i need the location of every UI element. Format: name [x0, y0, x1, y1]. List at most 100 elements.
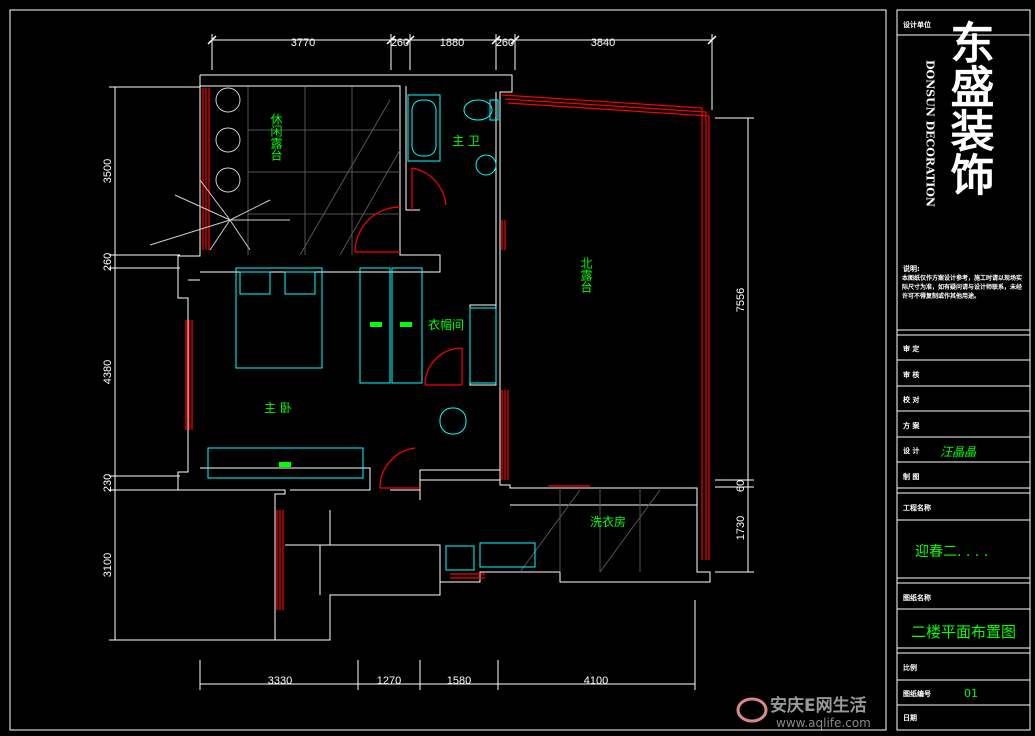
walls-part: [200, 467, 371, 491]
row-label-review: 审 核: [903, 370, 919, 379]
walls: [177, 74, 711, 641]
fixtures-part: [475, 154, 497, 176]
drawing-name: 二楼平面布置图: [911, 623, 1016, 641]
windows-part: [354, 206, 401, 253]
door-handles-part: [400, 322, 412, 327]
fixtures-part: [284, 271, 316, 295]
fixtures: [207, 94, 536, 571]
dim-bottom-2: 1270: [377, 675, 401, 687]
notes-text: 本图纸仅作方案设计参考，施工时请以现场实际尺寸为准，如有疑问请与设计师联系，未经…: [902, 275, 1023, 300]
dim-bottom-1: 3330: [268, 675, 292, 687]
plant-icon-part: [215, 87, 241, 113]
floor-tiles: [247, 87, 661, 573]
walls-part: [419, 469, 501, 490]
fixtures-part: [407, 94, 441, 162]
walls-part: [285, 544, 441, 582]
windows-part: [504, 98, 707, 560]
dim-top-2: 260: [391, 37, 409, 49]
row-label-proofread: 校 对: [903, 395, 919, 404]
dim-bottom-4: 4100: [584, 675, 608, 687]
row-label-scheme: 方 案: [903, 421, 920, 430]
dim-right-1: 7556: [735, 288, 747, 312]
watermark-url: www.aqlife.com: [776, 716, 871, 730]
drawing-number: 01: [964, 687, 978, 700]
plant-icon-part: [149, 179, 290, 251]
dim-top-3: 1880: [440, 37, 464, 49]
walls-part: [390, 489, 421, 500]
dim-right-3: 1730: [735, 516, 747, 540]
door-handles-part: [370, 322, 382, 327]
floor-tiles-part: [519, 489, 581, 573]
floor-tiles-part: [299, 99, 391, 256]
dimension-ticks-part: [386, 35, 396, 45]
dimension-ticks-part: [207, 35, 217, 45]
row-label-design: 设 计: [903, 446, 919, 455]
walls-part: [177, 74, 711, 641]
watermark-text: 安庆E网生活: [770, 695, 867, 716]
fixtures-part: [411, 99, 437, 157]
dimension-ticks-part: [405, 35, 415, 45]
row-label-drafting: 制 图: [903, 472, 919, 481]
dim-top-1: 3770: [291, 37, 315, 49]
dim-left-3: 4380: [102, 360, 114, 384]
fixtures-part: [463, 99, 493, 121]
dim-top-4: 260: [496, 37, 514, 49]
project-name: 迎春二. . . .: [915, 544, 988, 560]
walls-part: [200, 85, 441, 273]
title-block-lines: [897, 34, 1030, 706]
windows-part: [411, 167, 447, 210]
scale-label: 比例: [903, 663, 917, 672]
fixtures-part: [479, 542, 536, 568]
door-handles-part: [279, 462, 291, 467]
plant-icon-part: [215, 167, 241, 193]
dim-left-4: 230: [102, 474, 114, 492]
dimension-ticks-part: [707, 35, 717, 45]
company-logo-en: DONSUN DECORATION: [924, 60, 937, 207]
plant-icon: [149, 87, 290, 251]
dimension-ticks-part: [491, 35, 501, 45]
dimension-ticks: [207, 35, 717, 45]
room-label-north-terrace: 北露台: [579, 257, 593, 293]
watermark-logo-icon: [736, 697, 768, 723]
drawing-frame: [9, 9, 887, 731]
floor-tiles-part: [339, 149, 401, 256]
windows-part: [379, 447, 420, 489]
fixtures-part: [391, 267, 423, 384]
dimension-lines: [109, 34, 754, 690]
room-label-cloakroom: 衣帽间: [428, 317, 464, 332]
fixtures-part: [239, 271, 271, 295]
dim-left-2: 260: [102, 253, 114, 271]
fixtures-part: [235, 267, 323, 369]
room-label-laundry: 洗衣房: [590, 514, 626, 529]
fixtures-part: [359, 267, 391, 384]
dim-left-5: 3100: [102, 553, 114, 577]
drawing-name-label: 图纸名称: [903, 593, 931, 602]
design-unit-label: 设计单位: [903, 20, 931, 29]
plant-icon-part: [215, 127, 241, 153]
row-label-approve: 审 定: [903, 344, 919, 353]
fixtures-part: [439, 407, 467, 435]
dim-left-1: 3500: [102, 159, 114, 183]
walls-part: [469, 92, 497, 386]
dim-right-2: 60: [735, 480, 747, 492]
designer-name: 汪晶晶: [940, 445, 977, 459]
windows-part: [507, 102, 710, 560]
dimension-ticks-part: [510, 35, 520, 45]
dim-top-5: 3840: [591, 37, 615, 49]
floor-plan-drawing-part: 本图纸仅作方案设计参考，施工时请以现场实际尺寸为准，如有疑问请与设计师联系，未经…: [902, 275, 1023, 300]
room-label-leisure-terrace: 休闲露台: [269, 113, 283, 161]
dim-bottom-3: 1580: [447, 675, 471, 687]
fixtures-part: [207, 447, 364, 479]
windows: [185, 88, 710, 610]
fixtures-part: [445, 545, 475, 571]
date-label: 日期: [903, 713, 917, 722]
drawing-number-label: 图纸编号: [903, 689, 931, 698]
floor-tiles-part: [599, 489, 661, 573]
room-label-master-bedroom: 主 卧: [264, 401, 292, 415]
door-handles: [279, 322, 412, 467]
room-label-master-bath: 主 卫: [452, 134, 480, 148]
windows-part: [424, 347, 463, 386]
company-logo-cn: 东盛装饰: [943, 20, 995, 196]
